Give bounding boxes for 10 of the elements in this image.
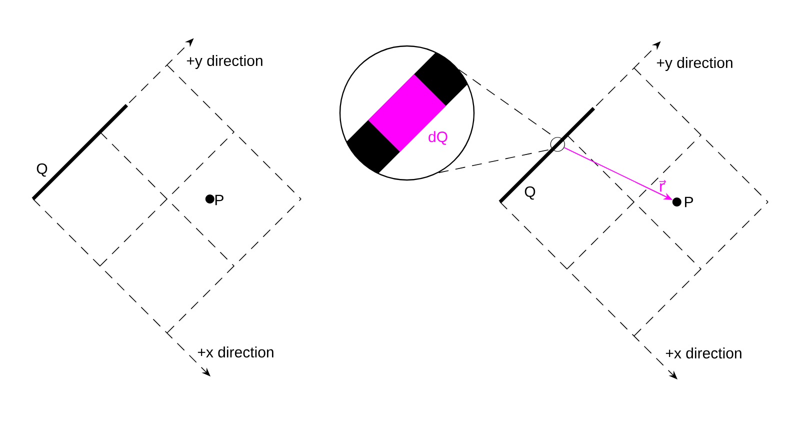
- axis-label: +y direction: [186, 55, 262, 69]
- point-label: P: [215, 194, 224, 206]
- charge-label: Q: [36, 163, 48, 177]
- axis-label: +y direction: [656, 57, 732, 71]
- charge-label: Q: [524, 186, 536, 200]
- highlight-circle: [550, 137, 565, 152]
- axis-label: +x direction: [666, 348, 742, 358]
- node-label: P: [685, 196, 693, 208]
- edge-label: r⃗: [659, 180, 666, 192]
- axis-label: +x direction: [198, 346, 274, 358]
